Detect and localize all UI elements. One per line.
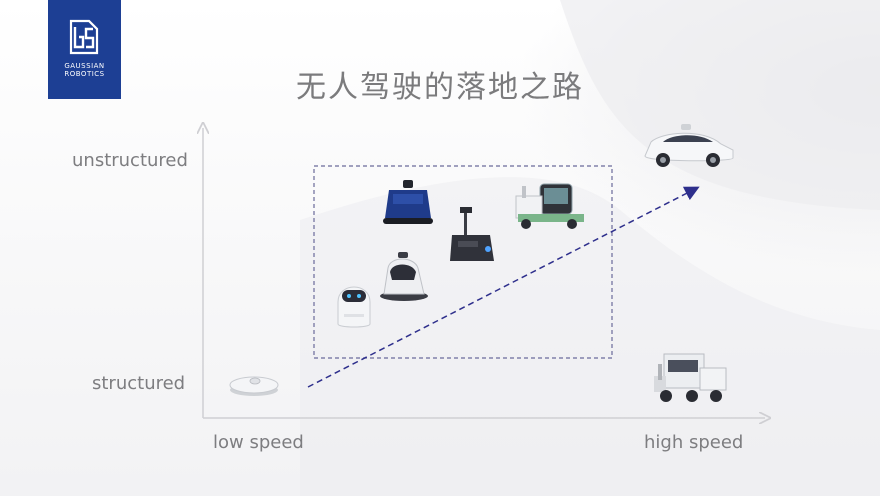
robot-vacuum-icon — [229, 376, 279, 396]
delivery-robot-icon — [450, 207, 494, 261]
trend-arrow — [307, 186, 700, 388]
gs-logo-icon — [69, 19, 99, 55]
y-axis-top-label: unstructured — [72, 150, 188, 171]
company-logo: GAUSSIAN ROBOTICS — [48, 0, 121, 99]
security-robot-icon — [380, 252, 428, 301]
x-axis-right-label: high speed — [644, 432, 744, 453]
floor-scrubber-icon — [383, 180, 433, 224]
self-driving-car-icon — [644, 124, 734, 167]
service-robot-icon — [337, 286, 371, 328]
x-axis-left-label: low speed — [213, 432, 304, 453]
logo-subname: ROBOTICS — [64, 70, 105, 78]
semi-truck-icon — [654, 353, 727, 402]
logo-name: GAUSSIAN — [64, 62, 105, 70]
slide-title: 无人驾驶的落地之路 — [296, 70, 584, 105]
street-sweeper-icon — [515, 183, 584, 229]
y-axis-bottom-label: structured — [92, 373, 186, 394]
robots-region-box — [313, 165, 613, 359]
